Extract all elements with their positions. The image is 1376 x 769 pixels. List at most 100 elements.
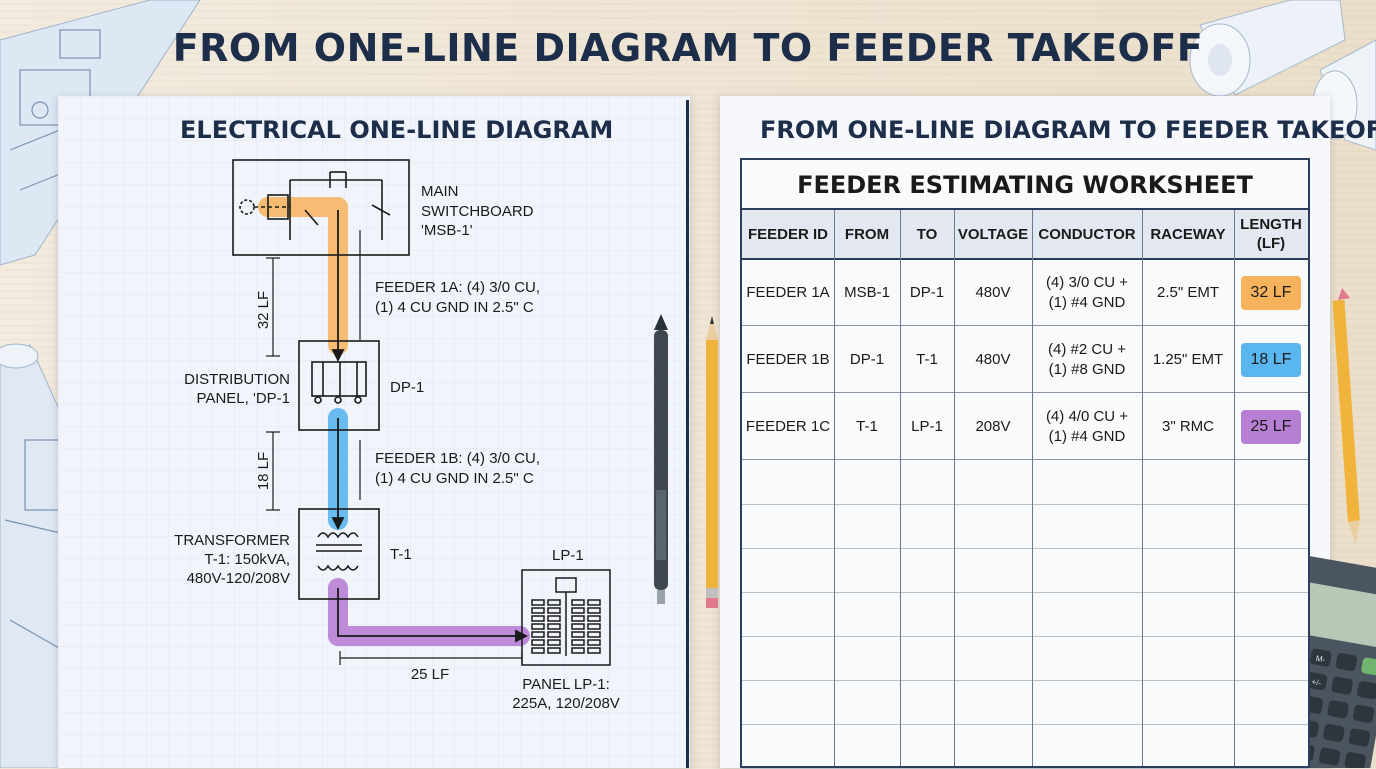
dimension-18-lf-label: 18 LF	[255, 452, 272, 490]
feeder-1a-note-line-1: FEEDER 1A: (4) 3/0 CU,	[375, 279, 540, 296]
column-header: FEEDER ID	[742, 210, 834, 258]
column-rule	[954, 210, 955, 766]
one-line-diagram-sheet	[58, 96, 690, 768]
calculator-key	[1319, 747, 1341, 766]
table-cell: MSB-1	[844, 283, 890, 301]
yellow-pencil	[706, 316, 718, 608]
worksheet-section-title: FROM ONE-LINE DIAGRAM TO FEEDER TAKEOFF	[760, 116, 1376, 144]
breaker-slot	[531, 615, 545, 622]
dp-label-line-1: DISTRIBUTION	[184, 371, 290, 388]
table-cell: LP-1	[911, 417, 943, 435]
transformer-label-line-3: 480V-120/208V	[187, 570, 290, 587]
dp-label-line-2: PANEL, 'DP-1	[197, 390, 290, 407]
conductor-line: (4) 4/0 CU +	[1045, 407, 1129, 425]
column-header: FROM	[834, 210, 900, 258]
feeder-1b-note-line-2: (1) 4 CU GND IN 2.5" C	[375, 470, 534, 487]
table-cell: 480V	[975, 283, 1011, 301]
page-title: FROM ONE-LINE DIAGRAM TO FEEDER TAKEOFF	[172, 26, 1204, 70]
breaker-slot	[587, 607, 601, 614]
conductor-line: (4) 3/0 CU +	[1045, 273, 1129, 291]
calculator-key	[1361, 657, 1376, 676]
lp-tag: LP-1	[552, 547, 584, 564]
breaker-slot	[571, 639, 585, 646]
breaker-slot	[587, 623, 601, 630]
table-cell: 25 LF	[1234, 393, 1308, 460]
calculator-key	[1357, 681, 1376, 700]
empty-row-rule	[742, 724, 1308, 725]
table-cell: 32 LF	[1234, 259, 1308, 326]
column-header-part: (LF)	[1256, 235, 1286, 252]
worksheet-title: FEEDER ESTIMATING WORKSHEET	[742, 160, 1308, 210]
breaker-slot	[547, 647, 561, 654]
table-cell: (4) #2 CU +(1) #8 GND	[1032, 326, 1142, 393]
table-cell: FEEDER 1B	[746, 350, 830, 368]
breaker-slot	[571, 631, 585, 638]
calculator-key	[1310, 648, 1332, 667]
calculator-key	[1353, 704, 1375, 723]
feeder-1a-wire	[331, 210, 361, 363]
calculator-key	[1305, 672, 1328, 691]
calculator-key	[1327, 700, 1349, 719]
table-cell: (4) 3/0 CU + (1) #4 GND	[1032, 259, 1142, 326]
column-rule	[900, 210, 901, 766]
empty-row-rule	[742, 592, 1308, 593]
table-cell: 18 LF	[1234, 326, 1308, 393]
table-cell: FEEDER 1C	[745, 417, 831, 435]
calculator-key	[1348, 728, 1371, 747]
empty-row-rule	[742, 636, 1308, 637]
breaker-slot	[571, 607, 585, 614]
table-cell: 208V	[975, 417, 1011, 435]
column-header: LENGTH (LF)	[1234, 210, 1308, 258]
dimension-32-lf-label: 32 LF	[255, 291, 272, 329]
center-divider	[686, 100, 689, 768]
conductor-line: (1) #4 GND	[1048, 293, 1126, 311]
conductor-line: (1) #4 GND	[1048, 427, 1126, 445]
breaker-slot	[587, 647, 601, 654]
feeder-1c-highlight	[328, 578, 530, 646]
column-header-part: LENGTH	[1240, 216, 1302, 233]
dimension-18-lf	[266, 431, 280, 511]
breaker-slot	[531, 639, 545, 646]
breaker-slot	[571, 623, 585, 630]
table-cell: 480V	[975, 350, 1011, 368]
lp-label-line-2: 225A, 120/208V	[512, 695, 620, 712]
msb-label-line-3: 'MSB-1'	[421, 222, 473, 239]
breaker-slot	[547, 639, 561, 646]
breaker-slot	[547, 607, 561, 614]
calculator-key-label: +/-	[1311, 677, 1322, 688]
column-rule	[1032, 210, 1033, 766]
table-cell: 2.5" EMT	[1156, 283, 1219, 301]
calculator-key	[1323, 724, 1345, 742]
table-cell: 3" RMC	[1162, 417, 1214, 435]
table-cell: T-1	[856, 417, 878, 435]
breaker-slot	[547, 599, 561, 606]
table-cell: T-1	[916, 350, 938, 368]
calculator-key-label: M-	[1315, 654, 1326, 665]
breaker-slot	[547, 615, 561, 622]
dimension-25-lf-label: 25 LF	[411, 666, 449, 683]
dp-tag: DP-1	[390, 379, 424, 396]
breaker-slot	[571, 599, 585, 606]
transformer-symbol	[298, 508, 380, 600]
breaker-slot	[571, 647, 585, 654]
breaker-slot	[587, 615, 601, 622]
length-badge: 32 LF	[1241, 275, 1301, 310]
table-cell: DP-1	[909, 283, 945, 301]
right-pencil	[1332, 288, 1360, 544]
length-badge: 18 LF	[1241, 342, 1301, 377]
empty-row-rule	[742, 548, 1308, 549]
breaker-slot	[531, 599, 545, 606]
breaker-slot	[531, 607, 545, 614]
breaker-slot	[547, 631, 561, 638]
dimension-25-lf	[339, 651, 523, 665]
dimension-32-lf	[266, 257, 280, 357]
calculator-key	[1331, 676, 1353, 695]
column-rule	[1234, 210, 1235, 766]
breaker-slot	[531, 631, 545, 638]
msb-label-line-1: MAIN	[421, 183, 459, 200]
breaker-slot	[587, 631, 601, 638]
black-pen	[654, 314, 668, 604]
calculator-key	[1335, 653, 1357, 672]
breaker-slot	[587, 639, 601, 646]
